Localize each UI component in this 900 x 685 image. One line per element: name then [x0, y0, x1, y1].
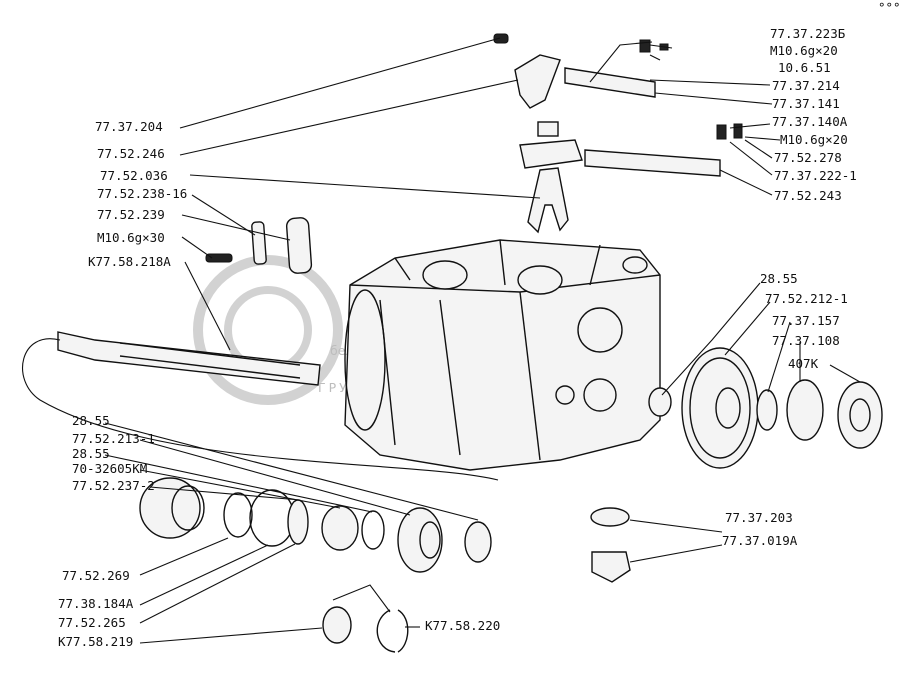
gearbox-housing [344, 239, 661, 471]
label-26: 70-32605КМ [72, 461, 147, 476]
sleeve [139, 477, 201, 539]
shift-rod [584, 149, 721, 177]
shift-lever [514, 54, 561, 109]
bearing-inner [786, 379, 824, 441]
lock-pin [716, 124, 727, 140]
part-labels: 77.37.223Б М10.6g×20 10.6.51 77.37.214 7… [58, 26, 857, 649]
label-20: 77.37.157 [772, 313, 840, 328]
label-32: К77.58.220 [425, 618, 500, 633]
label-13: 77.52.036 [100, 168, 168, 183]
label-14: 77.52.238-16 [97, 186, 187, 201]
shift-fork [527, 167, 569, 234]
key-plate [251, 221, 267, 265]
label-3: 10.6.51 [778, 60, 831, 75]
label-2: М10.6g×20 [770, 43, 838, 58]
ring-lower [361, 510, 385, 550]
label-27: 77.52.237-2 [72, 478, 155, 493]
pin [639, 39, 651, 53]
snap-ring-k7758220 [376, 609, 409, 653]
label-8: 77.52.278 [774, 150, 842, 165]
bearing-lower [321, 505, 359, 551]
right-gear-group [648, 347, 883, 469]
label-11: 77.37.204 [95, 119, 163, 134]
main-shaft [22, 331, 499, 481]
gasket-7737203 [590, 507, 630, 527]
label-34: 77.37.019А [722, 533, 798, 548]
washer-k7758219 [322, 606, 352, 644]
snap-ring [223, 492, 253, 538]
leader-lines [104, 37, 861, 644]
label-33: 77.37.203 [725, 510, 793, 525]
small-bolt [493, 33, 509, 44]
corner-mark: °°° [878, 0, 900, 15]
washer [287, 499, 309, 545]
ring-2855 [648, 387, 672, 417]
label-28: 77.52.269 [62, 568, 130, 583]
label-6: 77.37.140А [772, 114, 848, 129]
label-15: 77.52.239 [97, 207, 165, 222]
lower-parts [139, 477, 492, 653]
label-21: 77.37.108 [772, 333, 840, 348]
label-12: 77.52.246 [97, 146, 165, 161]
rod-shaft [564, 67, 656, 98]
label-17: К77.58.218А [88, 254, 171, 269]
label-10: 77.52.243 [774, 188, 842, 203]
label-4: 77.37.214 [772, 78, 840, 93]
label-5: 77.37.141 [772, 96, 840, 111]
drain-plug [591, 551, 631, 583]
shift-fork-hub [519, 139, 583, 169]
label-9: 77.37.222-1 [774, 168, 857, 183]
label-22: 407К [788, 356, 819, 371]
label-16: М10.6g×30 [97, 230, 165, 245]
bolt-m10x30 [205, 253, 233, 263]
label-23: 28.55 [72, 413, 110, 428]
spacer-ring [756, 389, 778, 431]
large-gear [681, 347, 759, 469]
label-31: К77.58.219 [58, 634, 133, 649]
watermark-logo-ring [193, 255, 343, 405]
ring-end [464, 521, 492, 563]
cover-plate [285, 217, 313, 274]
lock-pin-2 [733, 123, 743, 139]
lever-pivot [537, 121, 559, 137]
label-30: 77.52.265 [58, 615, 126, 630]
shift-mechanism [493, 33, 743, 234]
label-24: 77.52.213-1 [72, 431, 155, 446]
label-25: 28.55 [72, 446, 110, 461]
label-29: 77.38.184А [58, 596, 134, 611]
label-1: 77.37.223Б [770, 26, 845, 41]
label-7: М10.6g×20 [780, 132, 848, 147]
bearing-407k [837, 381, 883, 449]
label-19: 77.52.212-1 [765, 291, 848, 306]
label-18: 28.55 [760, 271, 798, 286]
